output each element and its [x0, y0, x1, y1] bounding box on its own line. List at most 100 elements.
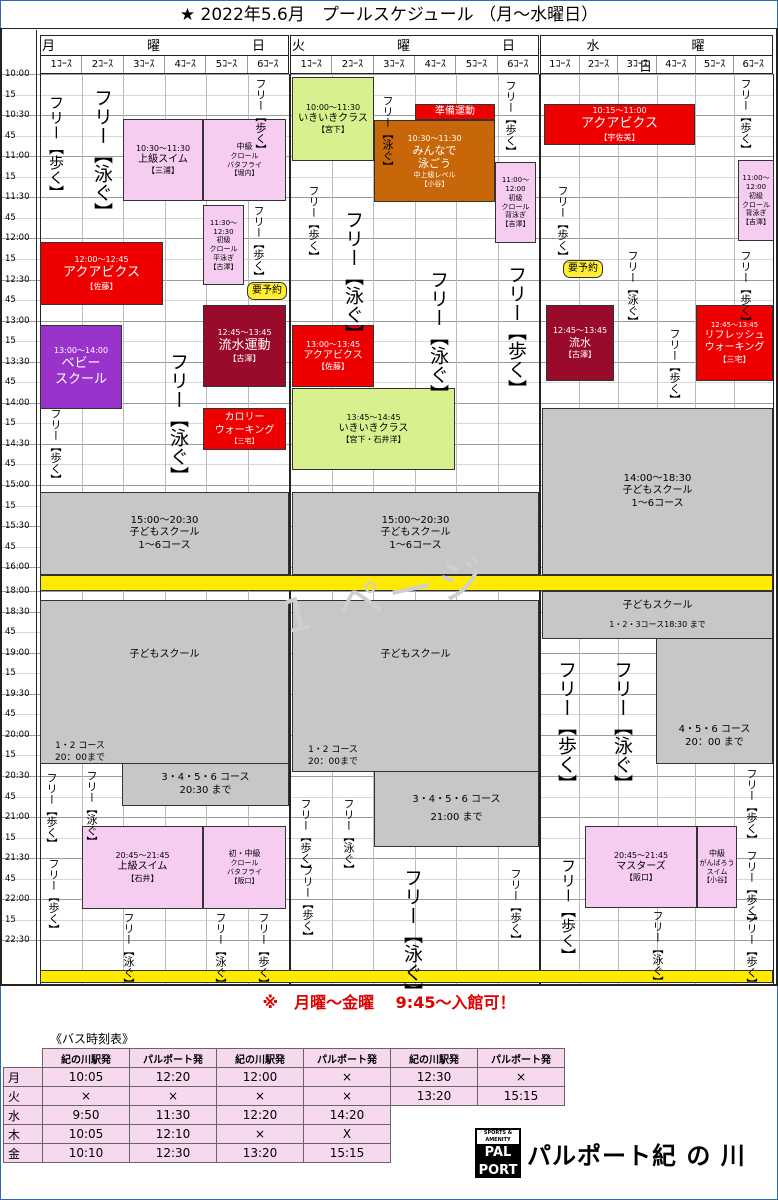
- class-name: 初・中級: [228, 849, 261, 859]
- tue-junbi-block[interactable]: 準備運動: [415, 104, 495, 120]
- time-label: 45: [5, 377, 16, 388]
- mon-joukyu2-block[interactable]: 20:45～21:45 上級スイム 【石井】: [82, 826, 203, 909]
- walk-text: 【歩く】: [745, 945, 758, 989]
- logo-mark-text: PAL PORT: [478, 1145, 518, 1178]
- bus-time-cell: 14:20: [303, 1105, 391, 1125]
- bus-header-cell: パルポート発: [129, 1048, 217, 1068]
- free-text: フリー: [45, 772, 58, 805]
- free-text: フリー: [301, 865, 314, 898]
- time-label: 10:30: [5, 110, 30, 121]
- free-text: フリー: [739, 78, 752, 111]
- time-label: 13:30: [5, 356, 30, 367]
- mon-chukyu-block[interactable]: 中級 クロール バタフライ 【堀内】: [203, 119, 286, 201]
- bus-table-title: 《バス時刻表》: [50, 1032, 135, 1046]
- grid-row-line: [2, 279, 774, 281]
- instructor: 【阪口】: [625, 873, 657, 883]
- palport-logo-mark: SPORTS & AMENITY PAL PORT: [475, 1128, 521, 1178]
- wed-aqua-block[interactable]: 10:15～11:00 アクアビクス 【宇佐美】: [544, 104, 695, 145]
- page-title: ★ 2022年5.6月 プールスケジュール （月～水曜日）: [179, 5, 599, 25]
- walk-text: 【歩く】: [49, 441, 62, 485]
- class-name: アクアビクス: [63, 265, 140, 281]
- class-sub: クロール 背泳ぎ: [742, 200, 770, 218]
- time-label: 45: [5, 873, 16, 884]
- bus-time-cell: 9:50: [42, 1105, 130, 1125]
- free-text: フリー: [122, 912, 135, 945]
- lane-header-tue-5: 5ｺｰｽ: [456, 56, 498, 73]
- walk-text: 【歩く】: [307, 218, 320, 262]
- swim-text: 【泳ぐ】: [214, 945, 227, 989]
- tue-ikiiki2-block[interactable]: 13:45～14:45 いきいきクラス 【宮下・石井洋】: [292, 388, 455, 470]
- bus-header-cell: パルポート発: [303, 1048, 391, 1068]
- tue-minna-block[interactable]: 10:30～11:30 みんなで 泳ごう 中上級レベル 【小谷】: [374, 120, 495, 202]
- free-text: フリー: [91, 88, 113, 145]
- class-name: 流水運動: [218, 337, 271, 353]
- walk-text: 【歩く】: [668, 361, 681, 405]
- walk-text: 【歩く】: [559, 903, 577, 963]
- tue-kodomo-block[interactable]: 15:00～20:30 子どもスクール 1～6コース: [292, 492, 539, 575]
- time-text: 20:45～21:45: [613, 850, 669, 860]
- instructor: 【阪口】: [230, 876, 259, 885]
- free-lane-label: フリー【歩く】: [556, 185, 569, 262]
- bus-time-cell: [390, 1124, 478, 1144]
- mon-aqua-block[interactable]: 12:00～12:45 アクアビクス 【佐藤】: [40, 242, 163, 305]
- time-label: 11:30: [5, 192, 30, 203]
- time-label: 21:00: [5, 812, 30, 823]
- mon-calorie-block[interactable]: カロリー ウォーキング 【三宅】: [203, 408, 286, 450]
- tue-shokyu-block[interactable]: 11:00～ 12:00 初級 クロール 背泳ぎ 【吉澤】: [495, 162, 536, 243]
- free-lane-label: フリー【泳ぐ】: [342, 798, 355, 875]
- wed-kodomo-block[interactable]: 14:00～18:30 子どもスクール 1～6コース: [542, 408, 773, 575]
- mon-joukyu-block[interactable]: 10:30～11:30 上級スイム 【三浦】: [123, 119, 203, 201]
- bus-time-cell: 13:20: [390, 1086, 478, 1106]
- mon-kodomo2-block[interactable]: 子どもスクール: [40, 600, 289, 764]
- mon-ryusui-block[interactable]: 12:45～13:45 流水運動 【古澤】: [203, 305, 286, 387]
- free-lane-label: フリー【泳ぐ】: [401, 868, 423, 1001]
- free-lane-label: フリー【泳ぐ】: [381, 95, 394, 172]
- time-label: 15:00: [5, 480, 30, 490]
- mon-kodomo-block[interactable]: 15:00～20:30 子どもスクール 1～6コース: [40, 492, 289, 575]
- wed-chukyu-block[interactable]: 中級 がんばろう スイム 【小谷】: [697, 826, 737, 908]
- wed-ryusui-block[interactable]: 12:45～13:45 流水 【古澤】: [546, 305, 614, 381]
- time-text: 11:30～ 12:30: [209, 218, 238, 236]
- time-label: 15: [5, 171, 16, 182]
- bus-time-cell: 12:30: [390, 1067, 478, 1087]
- tue-kodomo2-block[interactable]: 子どもスクール: [292, 600, 539, 772]
- wed-shokyu-block[interactable]: 11:00～ 12:00 初級 クロール 背泳ぎ 【吉澤】: [738, 160, 774, 241]
- class-name: 中級: [709, 848, 725, 858]
- instructor: 【吉澤】: [501, 220, 530, 228]
- time-text: 12:45～13:45: [552, 326, 608, 336]
- time-label: 12:30: [5, 274, 30, 285]
- grid-row-line: [2, 320, 774, 322]
- wed-masters-block[interactable]: 20:45～21:45 マスターズ 【阪口】: [585, 826, 697, 908]
- instructor: 【三宅】: [718, 354, 751, 364]
- tue-ikiiki-block[interactable]: 10:00～11:30 いきいきクラス 【宮下】: [292, 77, 374, 161]
- instructor: 【堀内】: [230, 169, 259, 178]
- swim-text: 【泳ぐ】: [167, 409, 189, 485]
- mon-shokyu-block[interactable]: 11:30～ 12:30 初級 クロール 平泳ぎ 【古澤】: [203, 205, 244, 285]
- mon-baby-block[interactable]: 13:00～14:00 ベビー スクール: [40, 325, 122, 409]
- time-label: 45: [5, 459, 16, 470]
- time-text: 12:00～12:45: [74, 255, 129, 265]
- instructor: 【小谷】: [703, 876, 731, 885]
- wed-refresh-block[interactable]: 12:45～13:45 リフレッシュ ウォーキング 【三宅】: [696, 305, 773, 381]
- bus-time-cell: [390, 1143, 478, 1163]
- class-name: 子どもスクール: [380, 527, 451, 539]
- time-label: 11:00: [5, 151, 30, 162]
- time-label: 22:30: [5, 935, 30, 946]
- time-label: 45: [5, 295, 16, 306]
- wed-kodomo2-block[interactable]: 子どもスクール 1・2・3コース18:30 まで: [542, 591, 773, 639]
- class-name: 中級: [236, 141, 253, 151]
- mon-shochu-block[interactable]: 初・中級 クロール バタフライ 【阪口】: [203, 826, 286, 909]
- lane-header-mon-2: 2ｺｰｽ: [82, 56, 124, 73]
- time-label: 45: [5, 791, 16, 802]
- free-lane-label: フリー【歩く】: [252, 205, 265, 282]
- bus-day-cell: 金: [3, 1143, 43, 1163]
- class-sub: クロール バタフライ: [227, 151, 262, 169]
- class-sub: がんばろう スイム: [699, 858, 735, 876]
- tue-aqua-block[interactable]: 13:00～13:45 アクアビクス 【佐藤】: [292, 325, 374, 387]
- time-col-line: [36, 30, 37, 984]
- walk-text: 【歩く】: [505, 322, 527, 398]
